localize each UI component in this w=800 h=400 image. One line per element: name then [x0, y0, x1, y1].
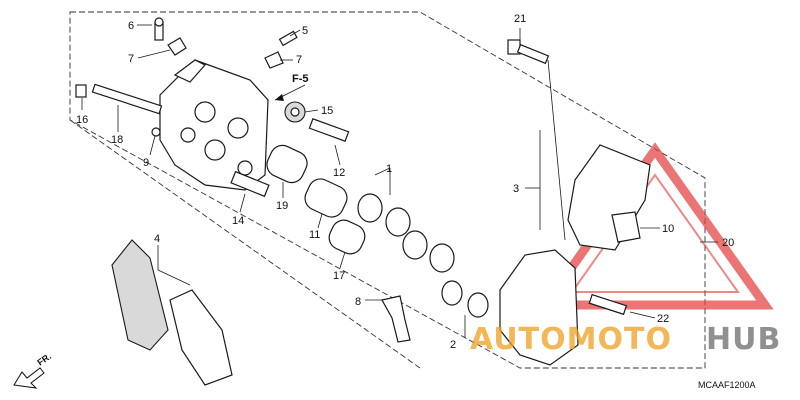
callout-2: 2	[450, 339, 456, 351]
pad-pin-18	[91, 83, 163, 115]
callout-12: 12	[333, 167, 345, 179]
callout-17: 17	[333, 270, 345, 282]
leader-lines	[81, 24, 718, 338]
seal-kit-2	[441, 280, 489, 318]
callout-16: 16	[76, 114, 88, 126]
callout-21: 21	[514, 13, 526, 25]
callout-7: 7	[296, 54, 302, 66]
callout-9: 9	[143, 157, 149, 169]
callout-7: 7	[128, 53, 134, 65]
cap-7-left	[167, 37, 187, 56]
callout-labels: 6 5 7 7 16 18 9 15 12 14 19 11 17 8 4 1 …	[76, 13, 734, 351]
callout-3: 3	[513, 183, 519, 195]
callout-10: 10	[662, 223, 674, 235]
callout-15: 15	[321, 105, 333, 117]
watermark-brand-part2: HUB	[706, 322, 781, 357]
callout-22: 22	[657, 313, 669, 325]
callout-1: 1	[386, 163, 392, 175]
pin-bolt-12	[308, 118, 350, 142]
callout-5: 5	[302, 25, 308, 37]
callout-18: 18	[111, 134, 123, 146]
pin-bolt-22	[588, 293, 628, 316]
watermark-brand-part1: AUTOMOTO	[470, 322, 672, 357]
front-direction-arrow-icon	[13, 367, 45, 389]
piston-17	[328, 219, 366, 255]
watermark-logo: AUTOMOTO HUB	[470, 322, 781, 357]
caliper-body	[159, 59, 269, 191]
bracket-bolt-21	[507, 39, 550, 65]
callout-19: 19	[276, 200, 288, 212]
nut-16	[75, 84, 87, 98]
callout-20: 20	[722, 237, 734, 249]
seal-kit-1	[357, 193, 455, 273]
direction-label: FR.	[35, 351, 53, 368]
callout-14: 14	[232, 215, 244, 227]
boot-15	[284, 101, 306, 123]
bleeder-screw-6	[154, 17, 164, 41]
caliper-assembly-20	[499, 249, 579, 366]
callout-11: 11	[309, 229, 320, 241]
clip-9	[151, 127, 161, 137]
callout-8: 8	[355, 296, 361, 308]
pin-bolt-14	[230, 170, 270, 198]
pad-retainer-10	[611, 211, 641, 243]
callout-6: 6	[128, 20, 134, 32]
bleeder-screw-5	[278, 30, 298, 47]
piston-11	[304, 178, 348, 218]
callout-4: 4	[154, 233, 160, 245]
pad-spring-8	[381, 295, 411, 343]
cap-7-right	[264, 51, 284, 69]
diagram-code: MCAAF1200A	[698, 380, 756, 390]
brake-pad-set-4	[111, 239, 233, 386]
piston-19	[266, 144, 308, 184]
reference-arrow	[274, 84, 306, 101]
reference-label: F-5	[292, 73, 309, 85]
